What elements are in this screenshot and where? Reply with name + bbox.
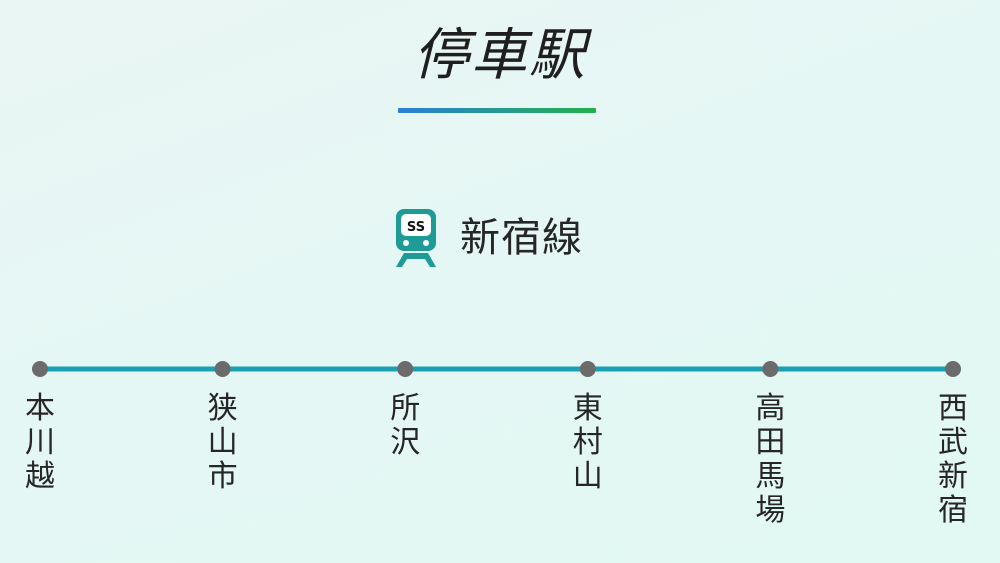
station-label: 本川越	[25, 391, 55, 494]
station-label: 所沢	[390, 391, 421, 460]
train-headlight-left	[403, 240, 409, 246]
station-dot	[214, 361, 231, 377]
title-underline	[398, 108, 596, 113]
station-label: 高田馬場	[755, 391, 786, 528]
train-window	[401, 214, 431, 236]
station-label: 西武新宿	[938, 391, 968, 528]
line-name: 新宿線	[460, 215, 583, 261]
train-badge-text: SS	[407, 220, 425, 235]
station-dot	[397, 361, 414, 377]
train-rails	[396, 253, 436, 267]
train-front-icon: SS	[396, 209, 436, 267]
station-dot	[945, 361, 961, 377]
line-header: SS 新宿線	[392, 206, 583, 270]
station-dot	[762, 361, 779, 377]
station-dot	[32, 361, 48, 377]
train-headlight-right	[423, 240, 429, 246]
station-dot	[579, 361, 596, 377]
station-label: 狭山市	[207, 391, 238, 494]
page-title: 停車駅	[413, 23, 587, 88]
station-label: 東村山	[572, 391, 603, 494]
